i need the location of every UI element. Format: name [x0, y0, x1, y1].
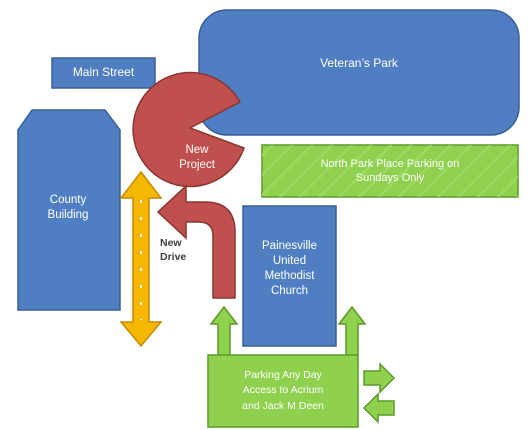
green-up-arrow-left — [209, 305, 239, 357]
new-project-shape — [132, 71, 245, 188]
county-building-label: County Building — [47, 194, 89, 221]
north-park-place-label: North Park Place Parking on Sundays Only — [320, 157, 460, 184]
new-drive-label: New Drive — [160, 237, 187, 263]
county-building-shape — [17, 109, 121, 311]
new-drive-arrow — [156, 184, 236, 299]
church-label: Painesville United Methodist Church — [262, 240, 317, 297]
parking-any-day-label: Parking Any Day Access to Acrium and Jac… — [242, 369, 324, 412]
new-project-label: New Project — [179, 144, 215, 171]
veterans-park-label: Veteran’s Park — [320, 56, 398, 71]
main-street-label: Main Street — [72, 65, 135, 80]
main-street-shape — [51, 57, 156, 89]
north-park-place-hatch — [262, 145, 518, 197]
parking-any-day-shape — [207, 354, 359, 428]
green-arrow-left — [362, 392, 395, 424]
yellow-double-arrow — [119, 170, 163, 348]
green-arrow-right — [363, 362, 396, 394]
green-up-arrow-right — [337, 305, 367, 357]
church-shape — [242, 205, 337, 347]
